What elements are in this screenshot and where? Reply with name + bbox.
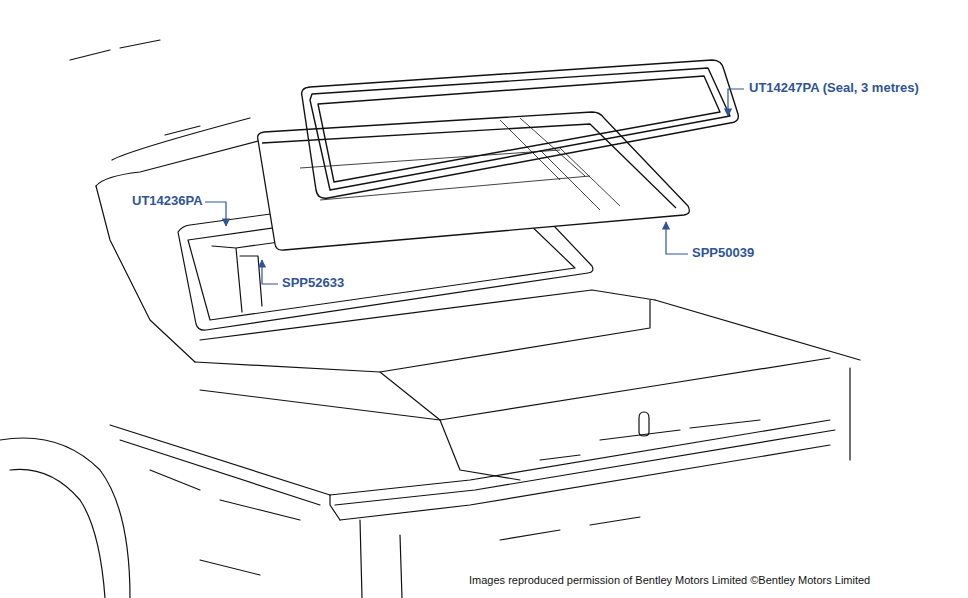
window-seal [302, 60, 739, 198]
drawing-line [440, 420, 520, 480]
drawing-line [112, 118, 250, 160]
drawing-line [318, 76, 720, 182]
drawing-line [380, 358, 830, 420]
drawing-line [10, 469, 105, 598]
drawing-line [540, 148, 620, 210]
part-number: SPP52633 [280, 276, 346, 291]
part-number: SPP50039 [690, 246, 756, 261]
drawing-line [195, 300, 650, 372]
drawing-line [262, 260, 278, 284]
drawing-line [500, 118, 585, 180]
car-body [0, 40, 860, 598]
drawing-line [120, 440, 320, 505]
drawing-line [110, 425, 330, 495]
drawing-line [540, 455, 580, 460]
drawing-line [96, 186, 195, 362]
drawing-line [360, 520, 362, 598]
drawing-line [400, 535, 402, 598]
drawing-line [639, 412, 649, 436]
drawing-line [600, 420, 760, 440]
drawing-line [335, 430, 835, 505]
copyright-note: Images reproduced permission of Bentley … [467, 574, 872, 587]
drawing-line [258, 112, 690, 250]
drawing-line [849, 368, 850, 460]
drawing-line [150, 470, 300, 520]
drawing-line [310, 68, 730, 190]
drawing-line [302, 60, 739, 198]
window-glass [258, 112, 690, 250]
drawing-line [728, 89, 744, 116]
drawing-line [165, 126, 200, 135]
drawing-line [340, 445, 830, 520]
part-number: UT14247PA (Seal, 3 metres) [747, 81, 921, 96]
drawing-line [330, 495, 340, 520]
drawing-line [200, 390, 440, 420]
drawing-line [500, 517, 640, 540]
part-number: UT14236PA [130, 194, 205, 209]
drawing-line [200, 560, 260, 575]
drawing-line [240, 256, 262, 306]
drawing-line [655, 300, 860, 360]
drawing-line [0, 438, 130, 598]
leader-lines [192, 89, 744, 284]
drawing-line [666, 222, 688, 254]
drawing-line [70, 40, 160, 60]
drawing-line [200, 290, 655, 340]
